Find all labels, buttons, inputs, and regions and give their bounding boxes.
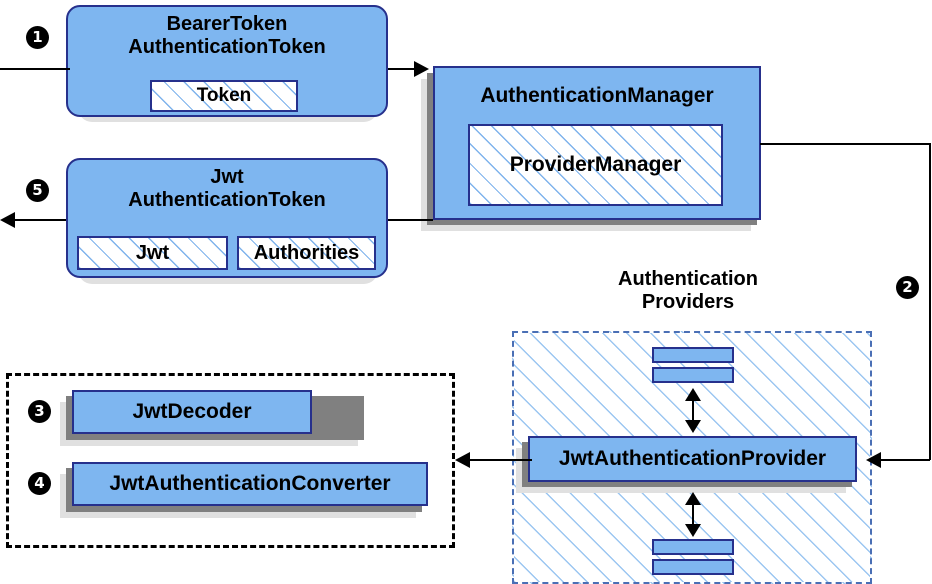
arrow-bearer-to-manager-head (414, 61, 429, 77)
badge-step-3-number: 3 (34, 402, 45, 420)
jwt-token-inner-authorities-box[interactable]: Authorities (237, 236, 376, 270)
provider-bar-top-1[interactable] (652, 347, 734, 363)
jwt-token-inner-authorities-label: Authorities (253, 241, 360, 264)
provider-manager-label: ProviderManager (509, 153, 682, 176)
jwt-authentication-converter-box[interactable]: JwtAuthenticationConverter (72, 462, 428, 506)
connector-bearer-to-manager (388, 68, 416, 70)
arrow-provider-bottom-up (685, 492, 701, 505)
badge-step-5-number: 5 (32, 181, 43, 199)
connector-step2-into-provider (880, 459, 930, 461)
badge-step-2-number: 2 (902, 278, 913, 296)
arrow-step2-head (866, 452, 881, 468)
arrow-provider-to-support-head (455, 452, 470, 468)
badge-step-5: 5 (26, 179, 49, 202)
providers-zone-title-line1: Authentication (618, 268, 758, 290)
badge-step-2: 2 (896, 276, 919, 299)
badge-step-1-number: 1 (32, 28, 43, 46)
jwt-support-zone (6, 373, 455, 548)
connector-manager-to-jwt-token (388, 219, 433, 221)
connector-provider-bottom-vertical (692, 496, 694, 528)
connector-jwt-token-out (15, 219, 66, 221)
providers-zone-title-line2: Providers (641, 291, 735, 313)
bearer-token-inner-label: Token (196, 85, 252, 106)
bearer-token-title-line1: BearerToken (166, 13, 288, 35)
jwt-token-title-line2: AuthenticationToken (128, 189, 326, 211)
provider-manager-inner-box[interactable]: ProviderManager (468, 124, 723, 206)
badge-step-1: 1 (26, 26, 49, 49)
provider-bar-bottom-1[interactable] (652, 539, 734, 555)
jwt-decoder-box[interactable]: JwtDecoder (72, 390, 312, 434)
bearer-token-inner-token-box[interactable]: Token (150, 80, 298, 112)
jwt-token-inner-jwt-label: Jwt (135, 241, 170, 264)
arrow-response-out-head (0, 212, 15, 228)
arrow-provider-top-up (685, 388, 701, 401)
provider-bar-bottom-2[interactable] (652, 559, 734, 575)
connector-manager-out (760, 143, 930, 145)
jwt-authentication-provider-box[interactable]: JwtAuthenticationProvider (528, 436, 857, 482)
jwt-authentication-provider-label: JwtAuthenticationProvider (558, 447, 827, 470)
jwt-decoder-label: JwtDecoder (132, 400, 252, 423)
jwt-authentication-converter-label: JwtAuthenticationConverter (109, 472, 391, 495)
providers-zone-title: Authentication Providers (558, 268, 818, 314)
authentication-manager-title: AuthenticationManager (480, 84, 714, 107)
arrow-provider-top-down (685, 420, 701, 433)
connector-provider-top-vertical (692, 392, 694, 424)
badge-step-4-number: 4 (34, 474, 45, 492)
jwt-token-inner-jwt-box[interactable]: Jwt (77, 236, 228, 270)
badge-step-4: 4 (28, 472, 51, 495)
arrow-provider-bottom-down (685, 524, 701, 537)
connector-provider-to-support (470, 459, 532, 461)
provider-bar-top-2[interactable] (652, 367, 734, 383)
connector-step2-vertical (929, 143, 931, 460)
bearer-token-title-line2: AuthenticationToken (128, 36, 326, 58)
badge-step-3: 3 (28, 400, 51, 423)
connector-request-in (0, 68, 70, 70)
jwt-token-title-line1: Jwt (210, 166, 244, 188)
